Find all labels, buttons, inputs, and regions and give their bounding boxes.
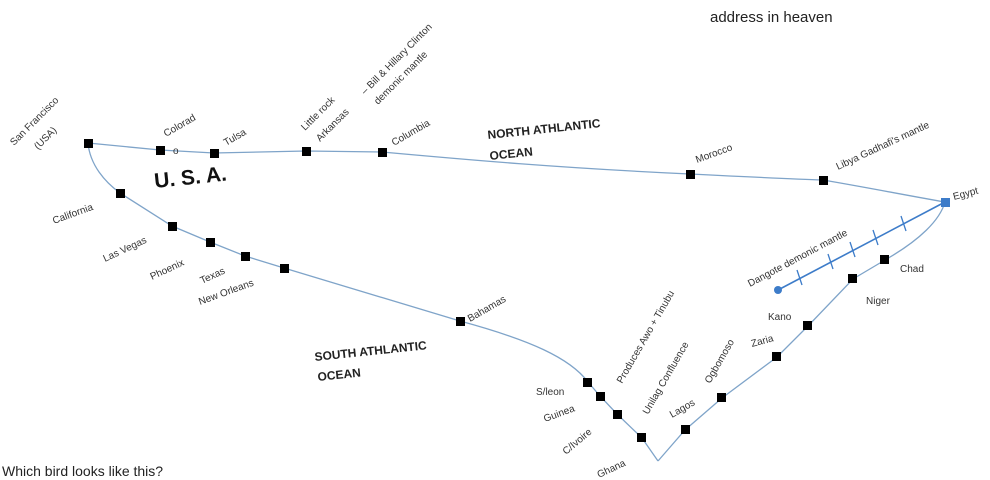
sleon-label: S/leon — [536, 387, 564, 398]
texas-label: Texas — [199, 266, 227, 287]
dangote-branch-line — [777, 201, 946, 291]
colorad-marker: o — [173, 146, 179, 157]
tulsa-label: Tulsa — [222, 127, 249, 149]
morocco-node — [686, 170, 695, 179]
guinea-label: Guinea — [542, 403, 576, 425]
phoenix-label: Phoenix — [149, 257, 186, 282]
dangote-label: Dangote demonic mantle — [746, 228, 850, 290]
civoire-node — [613, 410, 622, 419]
colorad-node — [156, 146, 165, 155]
kano-node — [803, 321, 812, 330]
bahamas-label: Bahamas — [466, 294, 508, 325]
colorad-label: Colorad — [162, 113, 198, 140]
ogbomoso-label: Ogbomoso — [703, 337, 737, 385]
san-francisco-label-1: San Francisco — [8, 95, 61, 148]
niger-label: Niger — [866, 296, 891, 307]
north-ocean-label-2: OCEAN — [489, 145, 534, 163]
libya-node — [819, 176, 828, 185]
columbia-node — [378, 148, 387, 157]
lagos-label: Lagos — [668, 397, 697, 420]
route-africa-east — [657, 201, 946, 462]
north-ocean-label-1: NORTH ATHLANTIC — [487, 116, 601, 142]
chad-node — [880, 255, 889, 264]
sleon-node — [583, 378, 592, 387]
kano-label: Kano — [768, 312, 792, 323]
san-francisco-label-2: (USA) — [32, 125, 59, 152]
tulsa-node — [210, 149, 219, 158]
little-rock-node — [302, 147, 311, 156]
south-ocean-label-1: SOUTH ATHLANTIC — [314, 338, 428, 364]
ghana-node — [637, 433, 646, 442]
egypt-node — [941, 198, 950, 207]
columbia-label: Columbia — [390, 118, 432, 149]
south-ocean-label-2: OCEAN — [317, 366, 362, 384]
usa-label: U. S. A. — [153, 162, 228, 192]
route-north — [87, 142, 946, 203]
bahamas-node — [456, 317, 465, 326]
california-node — [116, 189, 125, 198]
branch-ticks — [796, 215, 907, 286]
san-francisco-node — [84, 139, 93, 148]
chad-label: Chad — [900, 264, 924, 275]
question-text: Which bird looks like this? — [2, 463, 163, 479]
niger-node — [848, 274, 857, 283]
dangote-point — [774, 286, 782, 294]
morocco-label: Morocco — [694, 142, 734, 166]
zaria-node — [772, 352, 781, 361]
las-vegas-label: Las Vegas — [102, 235, 149, 265]
guinea-node — [596, 392, 605, 401]
civoire-label: C/Ivoire — [561, 426, 595, 457]
phoenix-node — [206, 238, 215, 247]
zaria-label: Zaria — [750, 333, 775, 350]
ghana-label: Ghana — [596, 458, 628, 480]
las-vegas-node — [168, 222, 177, 231]
california-label: California — [51, 202, 95, 227]
new-orleans-node — [280, 264, 289, 273]
ogbomoso-node — [717, 393, 726, 402]
address-caption: address in heaven — [710, 9, 833, 26]
egypt-label: Egypt — [952, 186, 980, 203]
libya-label: Libya Gadhafi's mantle — [835, 120, 932, 173]
texas-node — [241, 252, 250, 261]
lagos-node — [681, 425, 690, 434]
